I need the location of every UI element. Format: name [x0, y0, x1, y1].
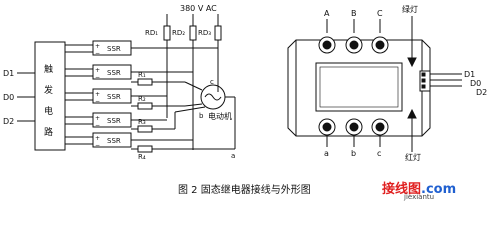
- resistor-label-r4: R₄: [138, 153, 146, 161]
- ssr-plus-4: +: [95, 115, 100, 122]
- supply-label: 380 V AC: [180, 4, 217, 13]
- motor-terminal-c: c: [210, 78, 214, 86]
- site-watermark: 接线图.com: [382, 178, 456, 197]
- top-screw-B: [345, 36, 363, 54]
- watermark-cn: 接线图: [382, 182, 422, 197]
- terminal-label-B: B: [351, 9, 357, 18]
- fuse-label-1: RD₁: [145, 29, 158, 37]
- motor-label: 电动机: [208, 111, 232, 121]
- ssr-label-2: SSR: [107, 69, 121, 77]
- terminal-label-b: b: [351, 149, 356, 158]
- input-label-d2: D2: [3, 117, 14, 126]
- ssr-label-3: SSR: [107, 93, 121, 101]
- resistor-r3: [137, 125, 153, 133]
- trigger-circuit-box: [34, 41, 66, 151]
- input-label-d0: D0: [3, 93, 14, 102]
- top-screw-A: [318, 36, 336, 54]
- fuse-label-2: RD₂: [172, 29, 185, 37]
- resistor-label-r2: R₂: [138, 95, 146, 103]
- fuse-rd2: [189, 25, 197, 41]
- bottom-screw-a: [318, 118, 336, 136]
- ssr-plus-1: +: [95, 43, 100, 50]
- ssr-label-4: SSR: [107, 117, 121, 125]
- resistor-r1: [137, 78, 153, 86]
- fuse-rd3: [214, 25, 222, 41]
- ssr-minus-4: −: [95, 122, 100, 129]
- ssr-wiring-diagram: 380 V AC RD₁ RD₂ RD₃ 触 发 电 路 D1 D0 D2 SS…: [3, 4, 487, 162]
- connector-label-d0: D0: [470, 79, 481, 88]
- terminal-label-c: c: [377, 149, 381, 158]
- terminal-label-a: a: [324, 149, 329, 158]
- trigger-char-3: 电: [44, 105, 53, 117]
- resistor-r2: [137, 102, 153, 110]
- fuse-label-3: RD₃: [198, 29, 211, 37]
- trigger-char-1: 触: [44, 63, 53, 75]
- resistor-r4: [137, 145, 153, 153]
- watermark-sub: jiexiantu: [404, 193, 435, 201]
- motor-terminal-b: b: [199, 112, 204, 120]
- bottom-screw-c: [371, 118, 389, 136]
- ssr-plus-3: +: [95, 91, 100, 98]
- ssr-minus-5: −: [95, 142, 100, 149]
- ssr-minus-3: −: [95, 98, 100, 105]
- watermark-dotcom: .com: [421, 182, 457, 197]
- red-light-label: 红灯: [405, 152, 421, 162]
- trigger-char-2: 发: [44, 84, 53, 96]
- ssr-label-5: SSR: [107, 137, 121, 145]
- input-label-d1: D1: [3, 69, 14, 78]
- green-light-label: 绿灯: [402, 4, 418, 14]
- motor-terminal-a: a: [231, 152, 235, 160]
- ssr-plus-5: +: [95, 135, 100, 142]
- connector-label-d2: D2: [476, 88, 487, 97]
- ssr-plus-2: +: [95, 67, 100, 74]
- top-screw-C: [371, 36, 389, 54]
- ssr-label-1: SSR: [107, 45, 121, 53]
- connector-label-d1: D1: [464, 70, 475, 79]
- trigger-char-4: 路: [44, 126, 53, 138]
- fuse-rd4: [163, 25, 171, 41]
- terminal-label-C: C: [377, 9, 383, 18]
- resistor-label-r3: R₃: [138, 118, 146, 126]
- resistor-label-r1: R₁: [138, 71, 146, 79]
- green-light-arrow-icon: [407, 57, 417, 68]
- bottom-screw-b: [345, 118, 363, 136]
- ssr-minus-1: −: [95, 50, 100, 57]
- figure-caption: 图 2 固态继电器接线与外形图: [178, 185, 311, 196]
- red-light-arrow-icon: [407, 108, 417, 119]
- ssr-minus-2: −: [95, 74, 100, 81]
- terminal-label-A: A: [324, 9, 330, 18]
